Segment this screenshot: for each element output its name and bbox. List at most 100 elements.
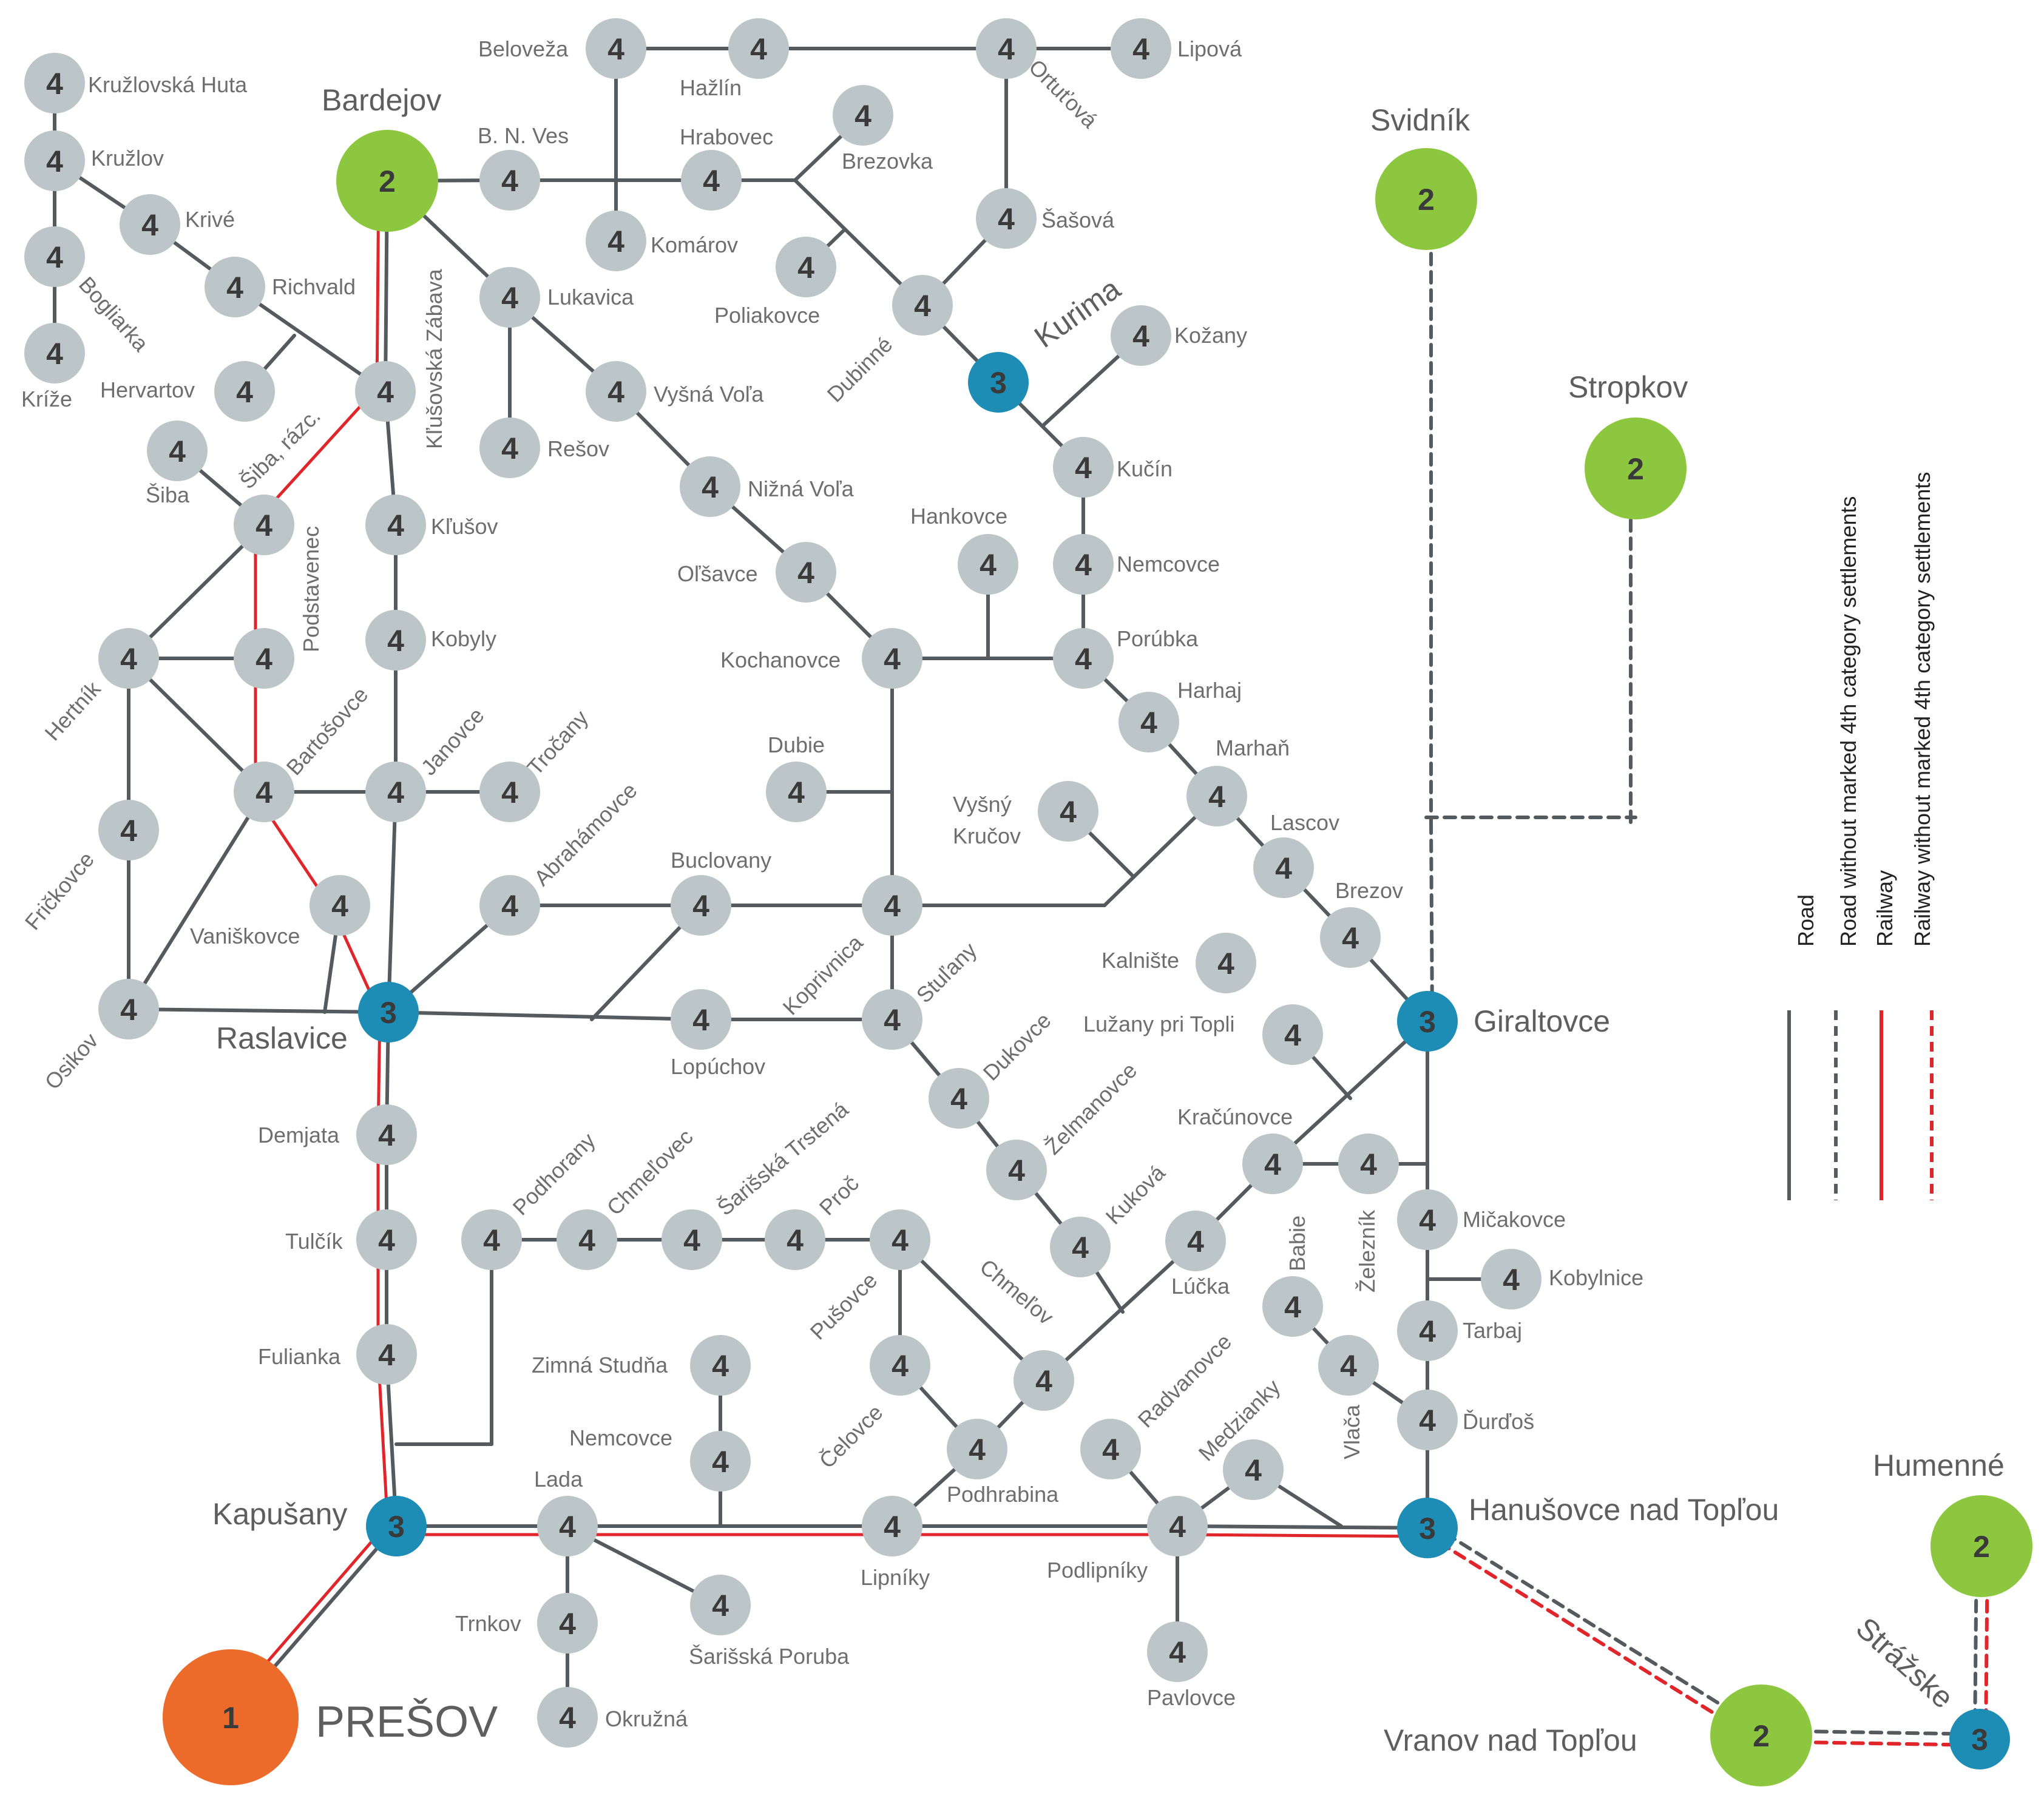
settlement-category-label: 3 (1971, 1723, 1988, 1757)
place-label-chmelovec: Chmeľovec (602, 1124, 698, 1220)
place-label-bogliarka: Bogliarka (74, 272, 154, 357)
place-label-brezov: Brezov (1335, 878, 1403, 903)
settlement-node-lipniky: 4 (862, 1496, 922, 1556)
settlement-circle (586, 18, 646, 79)
settlement-circle (690, 1575, 751, 1635)
settlement-circle (479, 762, 540, 822)
settlement-category-label: 4 (256, 509, 272, 542)
settlement-circle (537, 1593, 598, 1654)
settlement-category-label: 2 (1627, 452, 1644, 486)
settlement-category-label: 4 (1075, 451, 1092, 485)
settlement-circle (1949, 1709, 2010, 1769)
settlement-category-label: 4 (712, 1445, 729, 1479)
settlement-circle (1080, 1419, 1141, 1479)
place-label-poliakovce: Poliakovce (714, 303, 820, 328)
settlement-circle (1397, 1300, 1458, 1361)
settlement-node-kochanovce: 4 (862, 628, 922, 689)
settlement-category-label: 4 (1419, 1203, 1436, 1237)
settlement-circle (310, 875, 370, 936)
settlement-category-label: 4 (892, 1349, 909, 1383)
settlement-node-brezov: 4 (1320, 907, 1381, 968)
place-label-kapusany: Kapušany (212, 1497, 347, 1531)
settlement-circle (680, 456, 740, 517)
settlement-category-label: 4 (501, 431, 518, 465)
place-label-babie: Babie (1285, 1215, 1310, 1271)
settlement-category-label: 4 (1264, 1147, 1281, 1181)
settlement-node-hrabovec: 4 (681, 150, 742, 211)
settlement-category-label: 4 (46, 337, 63, 371)
place-label-ortutova: Ortuťová (1024, 55, 1103, 133)
settlement-node-fulianka: 4 (356, 1324, 417, 1385)
settlement-circle (681, 150, 742, 211)
settlement-node-harhaj: 4 (1118, 692, 1179, 752)
settlement-category-label: 4 (797, 251, 814, 285)
place-label-zimna-studna: Zimná Studňa (532, 1353, 668, 1377)
settlement-node-buclovany: 4 (671, 875, 731, 936)
settlement-circle (234, 628, 294, 689)
settlement-circle (870, 1335, 930, 1396)
place-label-pavlovce: Pavlovce (1147, 1685, 1236, 1710)
settlement-node-bardejov: 2 (336, 130, 438, 232)
place-label-zelmanovce: Želmanovce (1040, 1058, 1142, 1160)
settlement-circle (356, 1104, 417, 1165)
settlement-circle (1038, 781, 1098, 842)
legend-road-label: Road (1793, 894, 1818, 947)
settlement-node-porubka: 4 (1053, 628, 1114, 689)
place-label-kukova: Kuková (1101, 1160, 1171, 1229)
settlement-category-label: 4 (884, 1003, 901, 1037)
place-label-sarisska-poruba: Šarišská Poruba (689, 1644, 850, 1669)
settlement-category-label: 4 (501, 775, 518, 809)
settlement-circle (776, 237, 836, 297)
settlement-category-label: 4 (1419, 1314, 1436, 1348)
settlement-category-label: 4 (331, 889, 348, 923)
settlement-circle (1375, 148, 1477, 250)
road-segment (127, 523, 266, 660)
settlement-node-lada: 4 (537, 1496, 598, 1556)
place-label-bartosovce: Bartošovce (281, 682, 373, 780)
settlement-category-label: 4 (884, 889, 901, 923)
settlement-node-sarisska-poruba: 4 (690, 1575, 751, 1635)
railway-segment (1176, 1533, 1429, 1538)
settlement-circle (690, 1335, 751, 1396)
settlement-node-dubie: 4 (766, 762, 827, 822)
settlement-circle (1186, 766, 1247, 826)
settlement-node-zelmanovce: 4 (986, 1140, 1047, 1200)
settlement-node-demjata: 4 (356, 1104, 417, 1165)
settlement-category-label: 4 (1419, 1404, 1436, 1438)
settlement-category-label: 4 (1284, 1290, 1301, 1324)
settlement-circle (98, 628, 159, 689)
settlement-circle (1242, 1134, 1303, 1194)
place-label-koprivnica: Koprivnica (778, 930, 868, 1020)
settlement-circle (1147, 1621, 1208, 1682)
settlement-circle (1118, 692, 1179, 752)
place-label-humenne: Humenné (1873, 1448, 2005, 1482)
legend-road-dashed-label: Road without marked 4th category settlem… (1836, 496, 1861, 947)
settlement-node-vysny-krucov: 4 (1038, 781, 1098, 842)
place-label-trocany: Tročany (522, 705, 593, 780)
settlement-node-podstavenec: 4 (234, 628, 294, 689)
settlement-circle (1196, 933, 1256, 993)
place-label-hankovce: Hankovce (910, 504, 1007, 529)
place-label-podhrabina: Podhrabina (947, 1482, 1059, 1507)
settlement-category-label: 4 (683, 1223, 700, 1257)
settlement-circle (1931, 1495, 2032, 1597)
place-label-podlipniky: Podlipníky (1047, 1558, 1148, 1583)
settlement-category-label: 4 (788, 775, 805, 809)
settlement-category-label: 2 (1973, 1530, 1990, 1564)
settlement-category-label: 4 (607, 225, 624, 258)
settlement-node-presov: 1 (163, 1649, 299, 1785)
settlement-node-okruzna: 4 (537, 1687, 598, 1748)
road-dashed-layer (1424, 197, 1982, 1741)
settlement-category-label: 4 (607, 375, 624, 409)
settlement-category-label: 4 (1245, 1453, 1262, 1487)
settlement-circle (1318, 1335, 1379, 1396)
settlement-category-label: 4 (141, 208, 158, 242)
settlement-category-label: 4 (378, 1338, 395, 1372)
settlement-node-bogliarka: 4 (24, 226, 85, 287)
place-label-hervartov: Hervartov (100, 377, 195, 402)
settlement-category-label: 4 (1102, 1433, 1119, 1467)
settlement-circle (976, 18, 1037, 79)
settlement-circle (358, 982, 419, 1042)
place-label-lukavica: Lukavica (547, 285, 634, 309)
